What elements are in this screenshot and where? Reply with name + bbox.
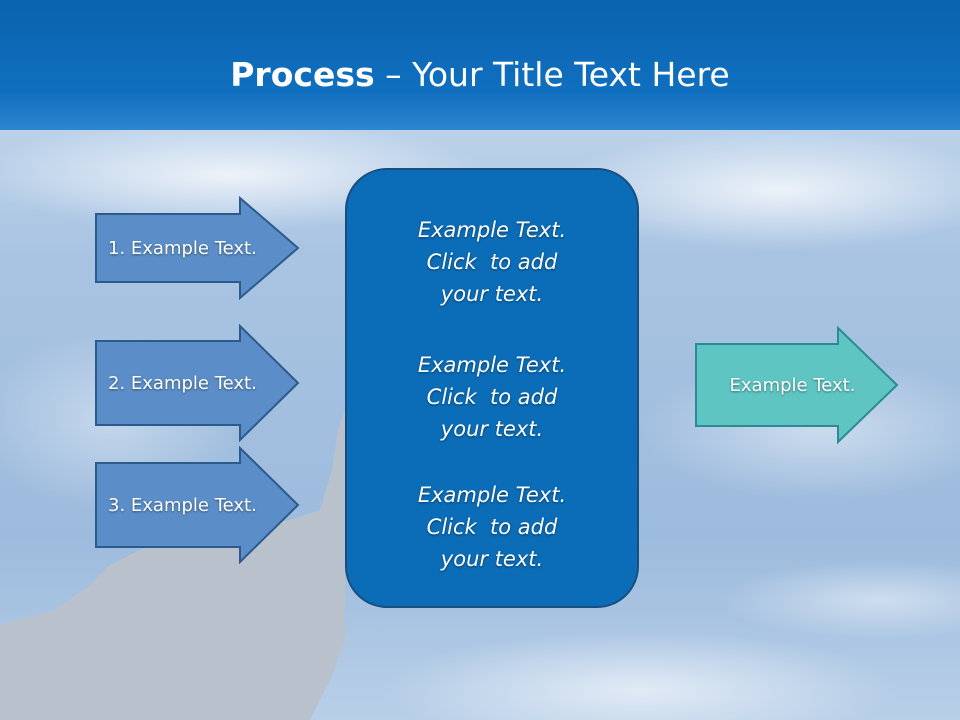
- title-rest: – Your Title Text Here: [374, 55, 730, 94]
- center-block-1-line-3: your text.: [440, 282, 544, 306]
- arrow-right-icon: [95, 445, 300, 565]
- center-block-2-line-1: Example Text.: [417, 353, 567, 377]
- output-arrow[interactable]: Example Text.: [695, 325, 900, 445]
- step-label-2: 2. Example Text.: [108, 372, 257, 394]
- center-block-2[interactable]: Example Text. Click to add your text.: [347, 349, 637, 445]
- arrow-right-icon: [95, 323, 300, 443]
- step-label-3: 3. Example Text.: [108, 494, 257, 516]
- output-label: Example Text.: [729, 374, 856, 396]
- center-block-2-line-3: your text.: [440, 417, 544, 441]
- center-text-box[interactable]: Example Text. Click to add your text. Ex…: [345, 168, 639, 608]
- step-label-1: 1. Example Text.: [108, 237, 257, 259]
- center-block-3-line-2: Click to add: [426, 515, 558, 539]
- center-block-1-line-2: Click to add: [426, 250, 558, 274]
- title-bold: Process: [230, 55, 375, 94]
- arrow-right-icon: [695, 325, 899, 445]
- step-arrow-1[interactable]: 1. Example Text.: [95, 195, 300, 301]
- title-bar: [0, 0, 960, 130]
- center-block-2-line-2: Click to add: [426, 385, 558, 409]
- arrow-right-icon: [95, 195, 300, 301]
- center-block-3-line-3: your text.: [440, 547, 544, 571]
- slide-title: Process – Your Title Text Here: [0, 53, 960, 97]
- center-block-3-line-1: Example Text.: [417, 483, 567, 507]
- step-arrow-3[interactable]: 3. Example Text.: [95, 445, 300, 565]
- center-block-3[interactable]: Example Text. Click to add your text.: [347, 479, 637, 575]
- center-block-1-line-1: Example Text.: [417, 218, 567, 242]
- center-block-1[interactable]: Example Text. Click to add your text.: [347, 214, 637, 310]
- step-arrow-2[interactable]: 2. Example Text.: [95, 323, 300, 443]
- mountain-silhouette: [0, 410, 345, 720]
